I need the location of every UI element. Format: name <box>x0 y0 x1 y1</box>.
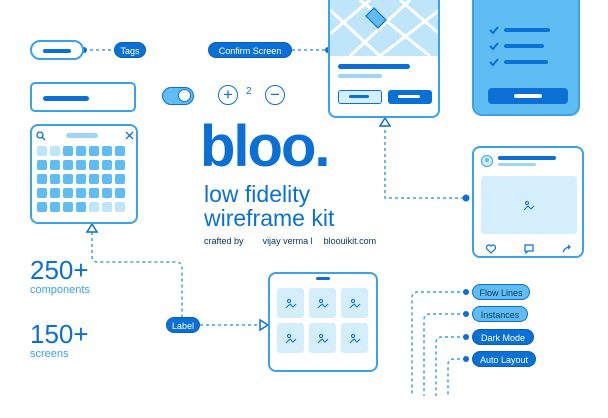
search-icon[interactable] <box>36 131 46 141</box>
gallery-grid <box>277 288 368 353</box>
checkmark-icon <box>489 26 550 67</box>
image-icon <box>349 334 361 344</box>
crafted-by-label: crafted by <box>204 236 244 246</box>
tagline: low fidelity wireframe kit <box>204 182 334 230</box>
feature-tag-instances: Instances <box>472 306 528 322</box>
gallery-thumb[interactable] <box>277 323 304 353</box>
components-count: 250+ <box>30 255 89 285</box>
confirm-screen-wireframe <box>328 0 440 118</box>
tag-input-pill[interactable] <box>30 40 84 60</box>
map-pattern <box>330 0 438 56</box>
gallery-thumb[interactable] <box>309 288 336 318</box>
author-name: vijay verma l <box>262 236 313 246</box>
post-image <box>481 176 577 234</box>
image-icon <box>523 201 535 211</box>
gallery-thumb[interactable] <box>341 323 368 353</box>
close-icon[interactable] <box>125 131 134 140</box>
tagline-line2: wireframe kit <box>204 205 335 231</box>
gallery-thumb[interactable] <box>309 323 336 353</box>
image-icon <box>285 299 297 309</box>
feature-tag-dark-mode: Dark Mode <box>472 329 534 345</box>
image-icon <box>285 334 297 344</box>
social-post-wireframe <box>472 146 584 258</box>
share-icon[interactable] <box>562 244 572 254</box>
screens-count: 150+ <box>30 319 89 349</box>
gallery-wireframe <box>268 272 378 372</box>
feature-tag-auto-layout: Auto Layout <box>472 351 536 367</box>
toggle-switch[interactable] <box>162 87 194 105</box>
comment-icon[interactable] <box>524 244 534 254</box>
text-input[interactable] <box>30 82 136 112</box>
avatar-icon <box>481 155 493 167</box>
screens-label: screens <box>30 348 69 360</box>
calendar-grid <box>37 146 131 218</box>
tags-label: Tags <box>114 42 146 58</box>
cancel-button[interactable] <box>338 90 382 104</box>
image-icon <box>317 334 329 344</box>
components-label: components <box>30 284 90 296</box>
stepper-minus-button[interactable]: − <box>265 85 285 105</box>
checklist-wireframe <box>472 0 580 116</box>
stat-screens: 150+ screens <box>30 320 89 360</box>
credits: crafted by vijay verma l bloouikit.com <box>204 236 376 246</box>
gallery-thumb[interactable] <box>341 288 368 318</box>
image-icon <box>349 299 361 309</box>
image-icon <box>317 299 329 309</box>
gallery-thumb[interactable] <box>277 288 304 318</box>
stepper-value: 2 <box>246 86 252 97</box>
stat-components: 250+ components <box>30 256 90 296</box>
label-tag: Label <box>166 317 200 333</box>
submit-button[interactable] <box>488 88 568 104</box>
confirm-button[interactable] <box>388 90 432 104</box>
brand-logo: bloo. <box>200 114 331 179</box>
tagline-line1: low fidelity <box>204 181 311 207</box>
website-link[interactable]: bloouikit.com <box>323 236 377 246</box>
heart-icon[interactable] <box>486 244 496 254</box>
confirm-screen-label: Confirm Screen <box>208 42 292 58</box>
feature-tag-flow-lines: Flow Lines <box>472 284 530 300</box>
stepper-plus-button[interactable]: + <box>218 85 238 105</box>
calendar-widget <box>30 124 138 224</box>
